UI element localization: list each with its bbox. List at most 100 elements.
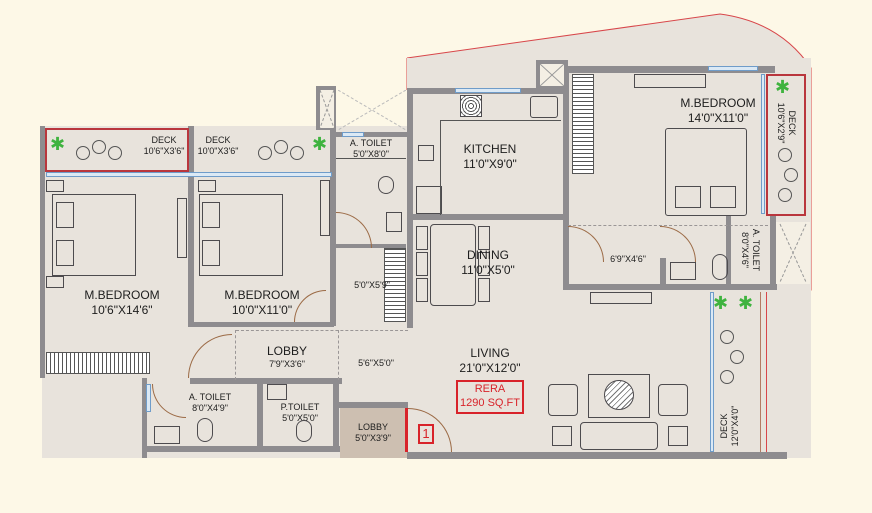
dining-table-icon (430, 224, 476, 306)
divider (235, 330, 236, 380)
side-table-icon (198, 180, 216, 192)
room-dim: 12'0"X4'0" (730, 405, 740, 447)
chair-icon (416, 252, 428, 276)
deck-left-label: DECK 10'6"X3'6" (144, 135, 185, 157)
plant-icon: ✱ (50, 134, 66, 154)
side-table-icon (668, 426, 688, 446)
room-dim: 5'0"X5'0" (282, 413, 318, 423)
chair-icon (478, 278, 490, 302)
window (46, 172, 332, 177)
coffee-table-icon (588, 374, 650, 418)
rera-label: RERA 1290 SQ.FT (460, 382, 520, 410)
ptoilet-label: P.TOILET 5'0"X5'0" (281, 402, 320, 424)
chair-icon (258, 146, 272, 160)
wc-icon (378, 176, 394, 194)
room-dim: 10'6"X2'9" (776, 102, 786, 144)
room-name: A. TOILET (349, 138, 393, 148)
side-table-icon (552, 426, 572, 446)
floor-entry-lobby (340, 408, 408, 458)
room-dim: 11'0"X5'0" (461, 263, 515, 277)
chair-icon (416, 226, 428, 250)
pillow-icon (202, 240, 220, 266)
room-dim: 11'0"X9'0" (463, 157, 517, 171)
wardrobe-icon (46, 352, 150, 374)
chair-icon (274, 140, 288, 154)
basin-icon (670, 262, 696, 280)
kitchen-label: KITCHEN 11'0"X9'0" (463, 142, 517, 172)
room-name: P.TOILET (280, 402, 320, 412)
wall (330, 126, 336, 326)
room-name: LOBBY (266, 344, 308, 358)
round-table-icon (604, 380, 634, 410)
chair-icon (416, 278, 428, 302)
entrance-marker (418, 424, 434, 444)
wc-icon (296, 420, 312, 442)
pillow-icon (710, 186, 736, 208)
wc-icon (712, 254, 728, 280)
shaft-top (320, 90, 334, 128)
divider (338, 330, 339, 380)
shaft-kitchen (338, 90, 406, 130)
rera-title: RERA (474, 383, 506, 395)
wall (407, 88, 413, 328)
chair-icon (778, 188, 792, 202)
pillow-icon (56, 202, 74, 228)
plant-icon: ✱ (713, 293, 729, 313)
wc-icon (197, 418, 213, 442)
sofa-icon (580, 422, 658, 450)
room-dim: 5'0"X3'9" (355, 433, 391, 443)
bed-icon (199, 194, 283, 276)
room-name: DECK (719, 413, 729, 439)
wardrobe-icon (384, 248, 406, 322)
deck-right-top-label: DECK 10'6"X2'9" (775, 103, 797, 144)
wall (40, 126, 45, 378)
fridge-icon (418, 145, 434, 161)
chair-icon (784, 168, 798, 182)
tv-unit-icon (634, 74, 706, 88)
passage-small-label: 5'0"X5'9" (354, 280, 390, 291)
bed-icon (52, 194, 136, 276)
room-dim: 10'6"X3'6" (143, 146, 185, 156)
room-dim: 7'9"X3'6" (269, 359, 305, 369)
deck-mid-label: DECK 10'0"X3'6" (198, 135, 239, 157)
room-dim: 21'0"X12'0" (459, 361, 521, 375)
master-right-label: M.BEDROOM 14'0"X11'0" (680, 96, 755, 126)
wall (660, 258, 666, 286)
counter-edge (440, 120, 561, 215)
dining-label: DINING 11'0"X5'0" (461, 248, 515, 278)
room-name: M.BEDROOM (224, 288, 300, 302)
deck-right-top (766, 74, 806, 216)
bedroom-left-label: M.BEDROOM 10'6"X14'6" (84, 288, 159, 318)
wall (726, 215, 731, 287)
armchair-icon (548, 384, 578, 416)
deck-right-bottom-label: DECK 12'0"X4'0" (719, 406, 741, 447)
wall (407, 452, 787, 459)
room-dim: 10'0"X11'0" (231, 303, 293, 317)
room-name: KITCHEN (463, 142, 517, 156)
wall (338, 402, 408, 408)
room-name: LOBBY (357, 422, 389, 432)
wall (333, 380, 339, 450)
tv-unit-icon (320, 180, 330, 236)
room-dim: 6'9"X4'6" (610, 254, 646, 264)
window (761, 74, 765, 214)
side-table-icon (46, 276, 64, 288)
entrance-door-jamb (405, 408, 408, 452)
lobby-label: LOBBY 7'9"X3'6" (267, 344, 307, 370)
pillow-icon (675, 186, 701, 208)
divider (568, 225, 768, 226)
basin-icon (154, 426, 180, 444)
tv-unit-icon (590, 292, 652, 304)
wall (563, 284, 777, 290)
room-dim: 10'0"X3'6" (197, 146, 239, 156)
toilet-bottom-label: A. TOILET 8'0"X4'9" (189, 392, 231, 414)
room-name: M.BEDROOM (680, 96, 756, 110)
wardrobe-icon (572, 74, 594, 174)
chair-icon (92, 140, 106, 154)
room-dim: 14'0"X11'0" (687, 111, 749, 125)
shaft-top-2 (540, 64, 564, 86)
entrance-marker-number: 1 (422, 426, 430, 441)
wall (188, 126, 194, 326)
toilet-top-label: A. TOILET 5'0"X8'0" (350, 138, 392, 160)
shaft-right (776, 222, 810, 284)
